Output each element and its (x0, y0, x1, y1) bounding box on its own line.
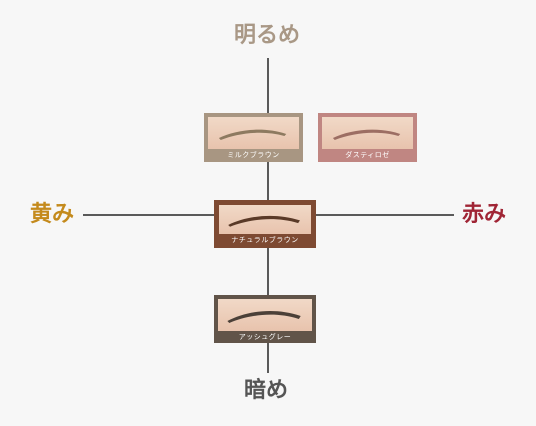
eyebrow-image (219, 205, 311, 234)
swatch-ash-gray: アッシュグレー (214, 295, 316, 343)
eyebrow-image (218, 299, 312, 331)
horizontal-axis-right (316, 214, 454, 216)
axis-label-top: 明るめ (234, 23, 301, 48)
eyebrow-image (208, 117, 299, 149)
swatch-natural-brown: ナチュラルブラウン (214, 200, 316, 248)
axis-label-right: 赤み (462, 202, 507, 227)
swatch-dusty-rose: ダスティロゼ (318, 113, 417, 162)
eyebrow-image (322, 117, 413, 149)
horizontal-axis-left (83, 214, 214, 216)
vertical-axis-lower (267, 248, 269, 295)
swatch-label: ダスティロゼ (345, 151, 390, 159)
swatch-milk-brown: ミルクブラウン (204, 113, 303, 162)
swatch-label: ミルクブラウン (227, 151, 280, 159)
axis-label-left: 黄み (30, 202, 75, 227)
axis-label-bottom: 暗め (244, 378, 289, 403)
swatch-label: アッシュグレー (238, 333, 292, 341)
vertical-axis-middle (267, 162, 269, 200)
vertical-axis-bottom (267, 343, 269, 373)
vertical-axis-top (267, 58, 269, 113)
swatch-label: ナチュラルブラウン (231, 236, 299, 244)
